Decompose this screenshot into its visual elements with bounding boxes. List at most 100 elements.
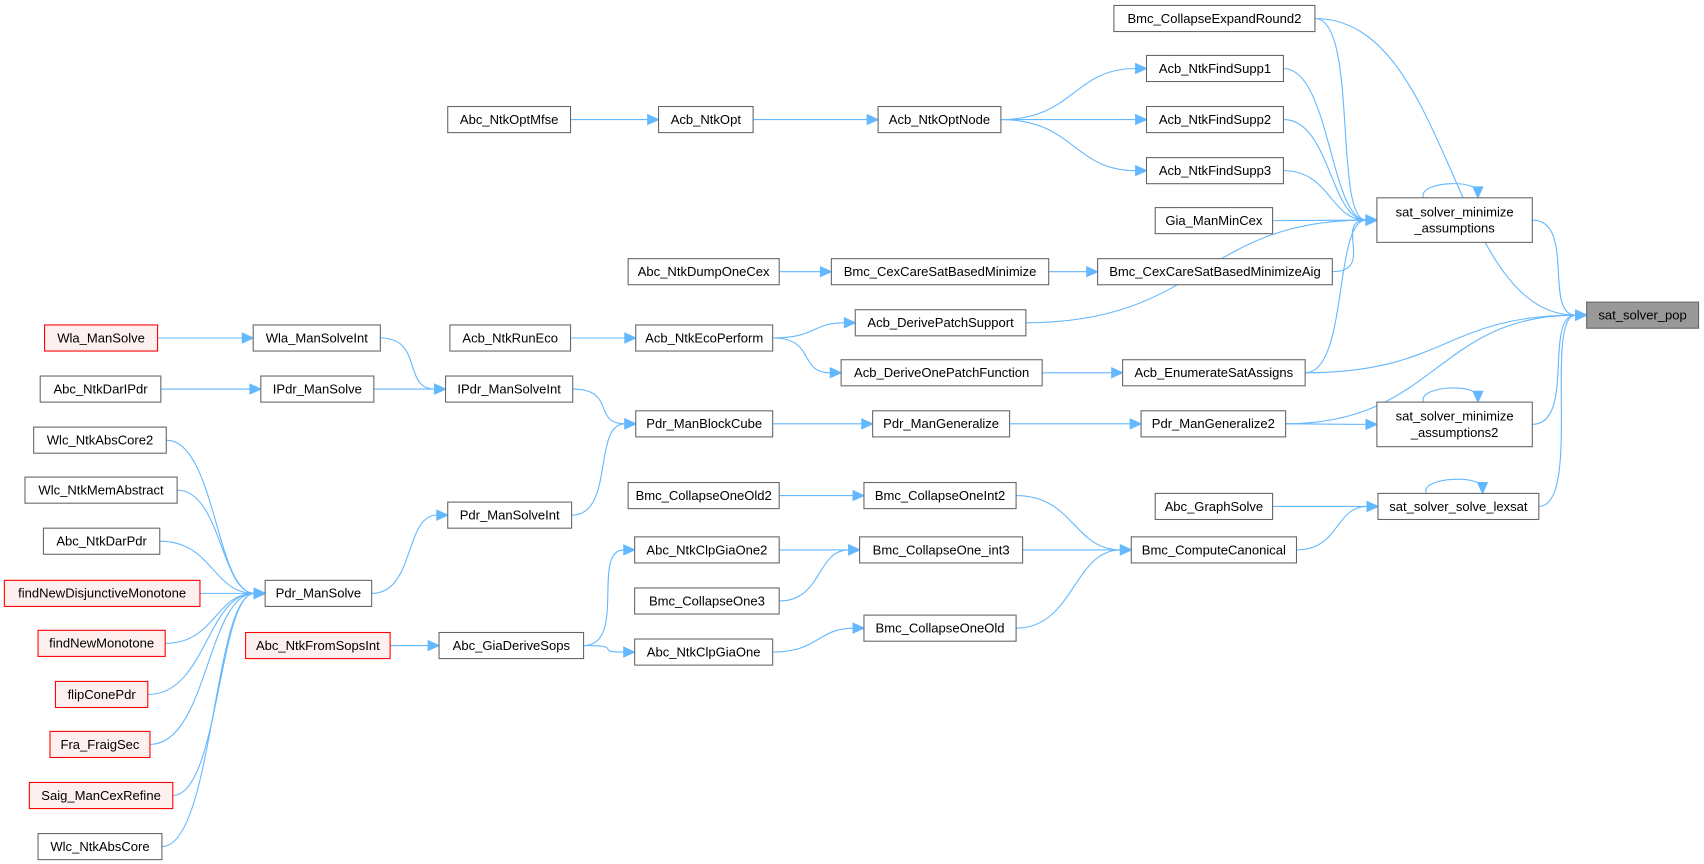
call-edge (1332, 219, 1367, 273)
call-edge (172, 592, 255, 797)
node-bmc-compute-canonical[interactable]: Bmc_ComputeCanonical (1130, 536, 1298, 564)
node-abc-gia-derive-sops[interactable]: Abc_GiaDeriveSops (438, 631, 585, 660)
node-bmc-collapse-one-old2[interactable]: Bmc_CollapseOneOld2 (627, 481, 780, 510)
call-edge (1538, 314, 1576, 507)
node-acb-ntk-find-supp1[interactable]: Acb_NtkFindSupp1 (1145, 54, 1284, 83)
node-label: sat_solver_minimize (1396, 204, 1514, 219)
arrowhead-icon (861, 418, 874, 430)
node-acb-ntk-find-supp3[interactable]: Acb_NtkFindSupp3 (1145, 157, 1284, 185)
call-edge (1285, 423, 1367, 425)
node-saig-man-cex-refine[interactable]: Saig_ManCexRefine (28, 781, 174, 810)
node-acb-ntk-opt-node[interactable]: Acb_NtkOptNode (877, 105, 1002, 134)
node-abc-ntk-opt-mfse[interactable]: Abc_NtkOptMfse (447, 105, 572, 134)
node-abc-graph-solve[interactable]: Abc_GraphSolve (1154, 492, 1274, 521)
node-abc-ntk-clp-gia-one[interactable]: Abc_NtkClpGiaOne (634, 638, 774, 666)
node-find-new-disjunctive-monotone[interactable]: findNewDisjunctiveMonotone (3, 579, 201, 607)
arrowhead-icon (1119, 544, 1133, 556)
node-ipdr-man-solve[interactable]: IPdr_ManSolve (260, 375, 375, 403)
node-box (634, 638, 774, 666)
node-sat-solver-minimize-assumptions[interactable]: sat_solver_minimize _assumptions (1376, 197, 1533, 243)
node-pdr-man-generalize2[interactable]: Pdr_ManGeneralize2 (1140, 410, 1287, 438)
call-edge (371, 514, 437, 594)
arrowhead-icon (1366, 500, 1380, 513)
node-label: _assumptions (1413, 221, 1495, 236)
node-box (49, 730, 151, 759)
node-wlc-ntk-abs-core2[interactable]: Wlc_NtkAbsCore2 (33, 426, 167, 454)
call-edge (1532, 314, 1576, 425)
node-abc-ntk-dar-pdr[interactable]: Abc_NtkDarPdr (42, 527, 161, 555)
node-abc-ntk-dar-ipdr[interactable]: Abc_NtkDarIPdr (39, 375, 162, 403)
node-pdr-man-generalize[interactable]: Pdr_ManGeneralize (872, 410, 1011, 438)
node-bmc-collapse-one-int2[interactable]: Bmc_CollapseOneInt2 (863, 481, 1017, 510)
arrowhead-icon (253, 587, 267, 600)
arrowhead-icon (848, 544, 861, 556)
node-find-new-monotone[interactable]: findNewMonotone (37, 629, 166, 657)
call-edge (1000, 67, 1136, 121)
arrowhead-icon (1575, 309, 1588, 321)
node-acb-enumerate-sat-assigns[interactable]: Acb_EnumerateSatAssigns (1122, 359, 1306, 387)
node-label: Abc_GiaDeriveSops (453, 638, 571, 653)
node-bmc-collapse-expand-round2[interactable]: Bmc_CollapseExpandRound2 (1113, 4, 1316, 33)
call-edge (772, 322, 845, 339)
node-label: Fra_FraigSec (61, 737, 140, 752)
arrowhead-icon (249, 383, 263, 395)
node-label: Bmc_CexCareSatBasedMinimize (844, 264, 1037, 279)
node-wla-man-solve[interactable]: Wla_ManSolve (44, 324, 159, 352)
node-acb-derive-patch-support[interactable]: Acb_DerivePatchSupport (854, 309, 1027, 337)
node-label: Bmc_CollapseExpandRound2 (1127, 11, 1301, 26)
node-label: IPdr_ManSolveInt (457, 381, 561, 396)
node-label: Pdr_ManSolveInt (460, 507, 560, 522)
call-edge (1283, 170, 1367, 221)
node-box (635, 324, 774, 352)
node-sat-solver-solve-lexsat[interactable]: sat_solver_solve_lexsat (1377, 492, 1540, 521)
node-wla-man-solve-int[interactable]: Wla_ManSolveInt (252, 324, 381, 352)
node-label: sat_solver_solve_lexsat (1389, 499, 1528, 514)
node-wlc-ntk-mem-abstract[interactable]: Wlc_NtkMemAbstract (24, 476, 178, 504)
call-edge (772, 627, 854, 653)
node-acb-ntk-run-eco[interactable]: Acb_NtkRunEco (449, 324, 572, 352)
nodes-layer: sat_solver_pop Bmc_CollapseExpandRound2Ac… (3, 4, 1700, 861)
call-edge (149, 592, 255, 745)
call-edge (583, 645, 624, 653)
arrowhead-icon (1476, 481, 1489, 495)
node-wlc-ntk-abs-core[interactable]: Wlc_NtkAbsCore (37, 833, 163, 861)
node-fra-fraig-sec[interactable]: Fra_FraigSec (49, 730, 151, 759)
node-bmc-cex-care-sat-based-minimize[interactable]: Bmc_CexCareSatBasedMinimize (830, 258, 1050, 286)
edges-layer (147, 17, 1588, 848)
node-acb-derive-one-patch-function[interactable]: Acb_DeriveOnePatchFunction (840, 359, 1043, 387)
arrowhead-icon (1472, 186, 1484, 200)
node-abc-ntk-from-sops-int[interactable]: Abc_NtkFromSopsInt (245, 631, 391, 660)
arrowhead-icon (1472, 390, 1484, 404)
node-box (3, 579, 201, 607)
node-box (1145, 157, 1284, 185)
arrowhead-icon (852, 489, 866, 502)
node-abc-ntk-clp-gia-one2[interactable]: Abc_NtkClpGiaOne2 (634, 536, 780, 564)
node-box (1130, 536, 1298, 564)
node-box (1586, 301, 1700, 329)
node-ipdr-man-solve-int[interactable]: IPdr_ManSolveInt (445, 375, 574, 403)
node-bmc-collapse-one3[interactable]: Bmc_CollapseOne3 (634, 587, 780, 615)
node-abc-ntk-dump-one-cex[interactable]: Abc_NtkDumpOneCex (627, 258, 780, 286)
node-pdr-man-solve[interactable]: Pdr_ManSolve (264, 579, 373, 607)
node-box (1154, 492, 1274, 521)
node-box (627, 481, 780, 510)
node-label: Acb_NtkFindSupp2 (1159, 112, 1271, 127)
node-label: Abc_GraphSolve (1165, 499, 1264, 514)
arrowhead-icon (1135, 164, 1148, 177)
node-label: sat_solver_pop (1598, 308, 1686, 323)
node-gia-man-min-cex[interactable]: Gia_ManMinCex (1154, 207, 1274, 235)
node-pdr-man-block-cube[interactable]: Pdr_ManBlockCube (635, 410, 774, 438)
node-pdr-man-solve-int[interactable]: Pdr_ManSolveInt (447, 501, 573, 529)
node-sat-solver-minimize-assumptions2[interactable]: sat_solver_minimize_assumptions2 (1376, 401, 1533, 448)
node-sat-solver-pop[interactable]: sat_solver_pop (1586, 301, 1700, 329)
node-box (33, 426, 167, 454)
node-bmc-collapse-one-old[interactable]: Bmc_CollapseOneOld (863, 614, 1017, 642)
node-bmc-collapse-one-int3[interactable]: Bmc_CollapseOne_int3 (859, 536, 1024, 564)
node-acb-ntk-eco-perform[interactable]: Acb_NtkEcoPerform (635, 324, 774, 352)
node-acb-ntk-find-supp2[interactable]: Acb_NtkFindSupp2 (1145, 105, 1284, 134)
node-flip-cone-pdr[interactable]: flipConePdr (54, 680, 149, 709)
call-edge (1016, 549, 1121, 629)
node-acb-ntk-opt[interactable]: Acb_NtkOpt (658, 105, 754, 134)
node-label: Abc_NtkOptMfse (460, 112, 559, 127)
node-bmc-cex-care-sat-based-minimize-aig[interactable]: Bmc_CexCareSatBasedMinimizeAig (1097, 258, 1333, 286)
